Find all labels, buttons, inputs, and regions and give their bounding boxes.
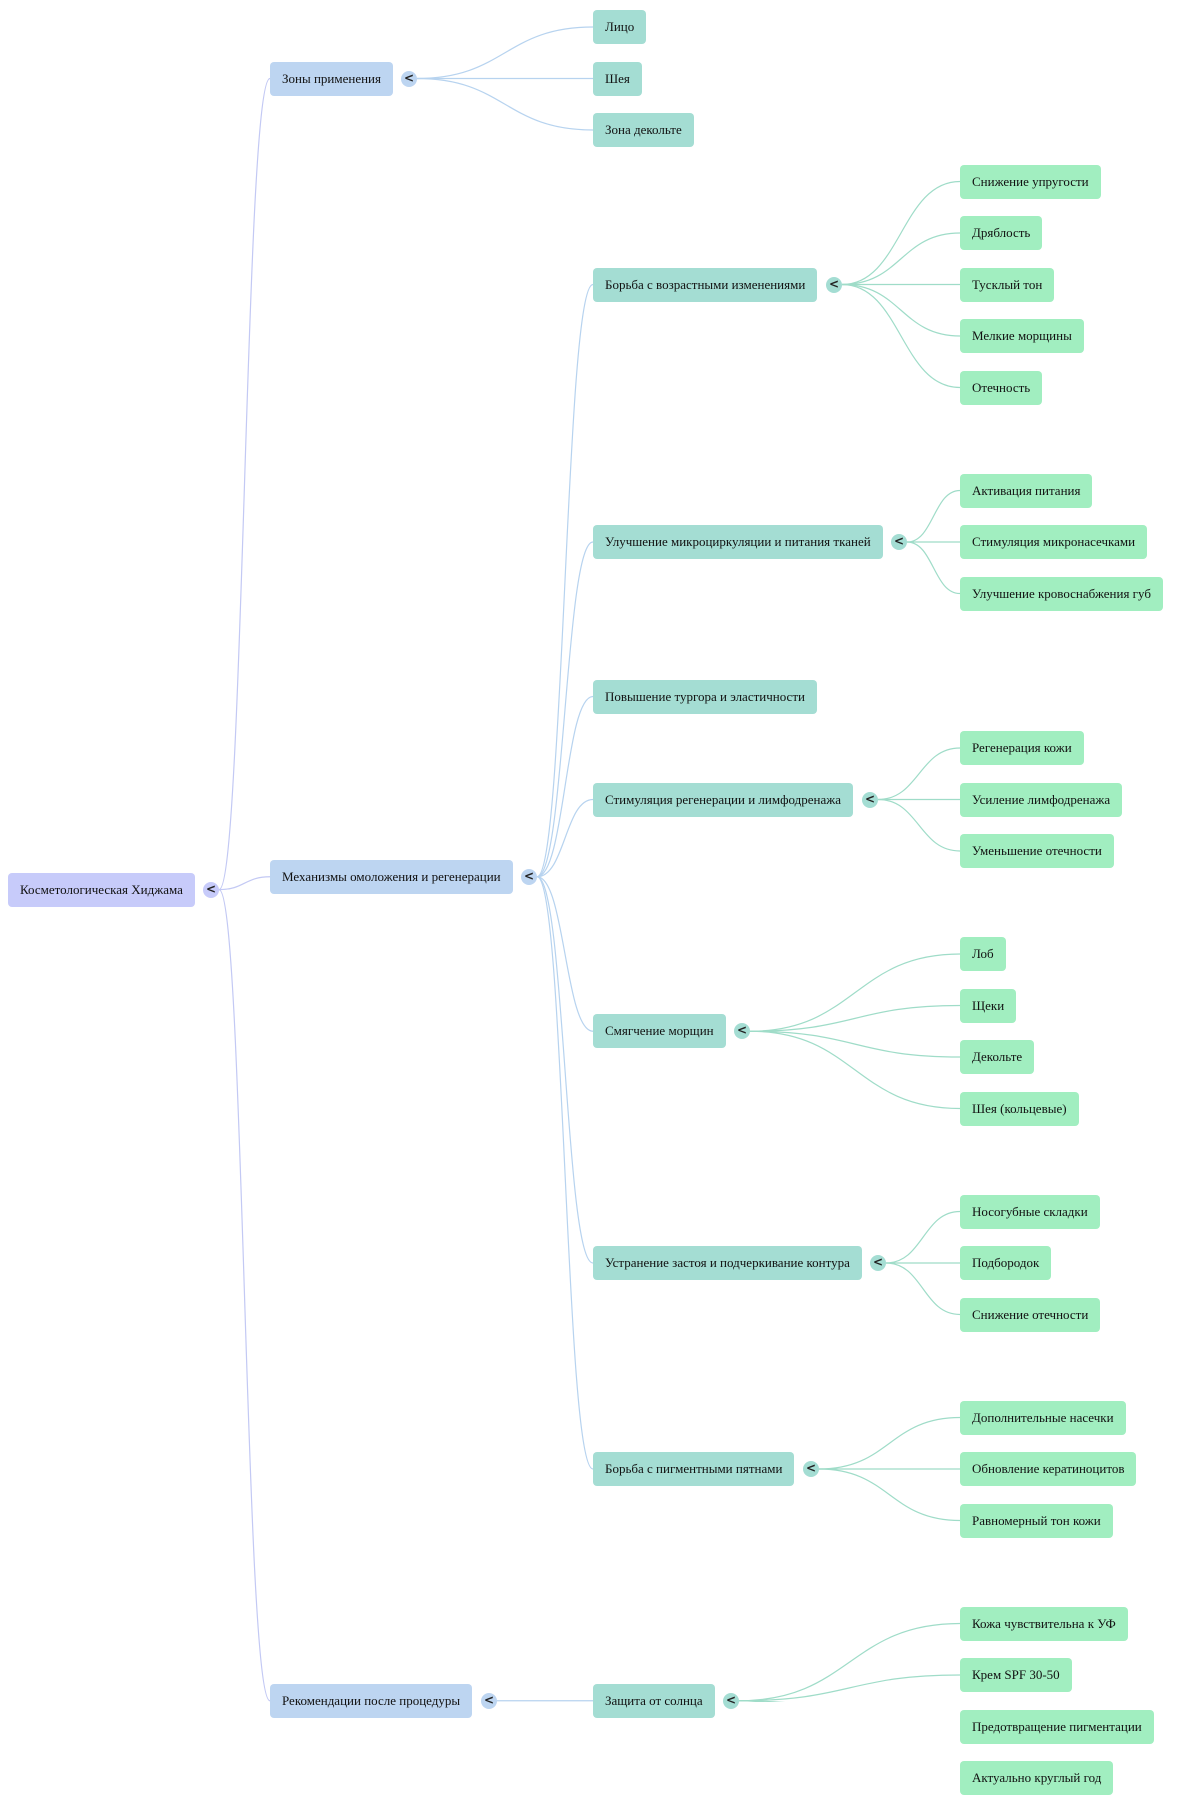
mindmap-edge bbox=[738, 1622, 961, 1702]
mindmap-edge bbox=[218, 77, 271, 891]
mindmap-node-крем-spf-30-50[interactable]: Крем SPF 30-50 bbox=[960, 1658, 1072, 1692]
mindmap-node-повышение-тургора-и-эластичности[interactable]: Повышение тургора и эластичности bbox=[593, 679, 817, 714]
collapse-toggle-icon[interactable]: < bbox=[723, 1692, 739, 1709]
mindmap-edge bbox=[416, 77, 594, 131]
mindmap-node-активация-питания[interactable]: Активация питания bbox=[960, 473, 1093, 508]
mindmap-node-зона-декольте[interactable]: Зона декольте bbox=[593, 113, 694, 147]
collapse-toggle-icon[interactable]: < bbox=[481, 1692, 497, 1709]
mindmap-node-равномерный-тон-кожи[interactable]: Равномерный тон кожи bbox=[960, 1503, 1113, 1538]
mindmap-node-лицо[interactable]: Лицо bbox=[593, 10, 647, 44]
mindmap-node-снижение-отечности[interactable]: Снижение отечности bbox=[960, 1297, 1101, 1332]
mindmap-node-предотвращение-пигментации[interactable]: Предотвращение пигментации bbox=[960, 1709, 1154, 1744]
collapse-toggle-icon[interactable]: < bbox=[891, 534, 907, 550]
mindmap-node-смягчение-морщин[interactable]: Смягчение морщин bbox=[593, 1014, 726, 1049]
mindmap-node-улучшение-микроциркуляции-и-питания-тканей[interactable]: Улучшение микроциркуляции и питания ткан… bbox=[593, 525, 883, 559]
collapse-toggle-icon[interactable]: < bbox=[734, 1023, 750, 1040]
mindmap-node-шея[interactable]: Шея bbox=[593, 61, 642, 96]
mindmap-edge bbox=[841, 232, 961, 286]
mindmap-node-механизмы-омоложения-и-регенерации[interactable]: Механизмы омоложения и регенерации bbox=[270, 859, 513, 894]
mindmap-edge bbox=[885, 1262, 961, 1316]
mindmap-edge bbox=[536, 876, 594, 1032]
mindmap-edge bbox=[536, 876, 594, 1264]
mindmap-node-стимуляция-регенерации-и-лимфодренажа[interactable]: Стимуляция регенерации и лимфодренажа bbox=[593, 782, 854, 817]
mindmap-edges bbox=[218, 26, 961, 1702]
mindmap-node-улучшение-кровоснабжения-губ[interactable]: Улучшение кровоснабжения губ bbox=[960, 576, 1163, 611]
mindmap-node-дополнительные-насечки[interactable]: Дополнительные насечки bbox=[960, 1400, 1126, 1435]
mindmap-edge bbox=[536, 283, 594, 878]
collapse-toggle-icon[interactable]: < bbox=[521, 868, 537, 885]
mindmap-edge bbox=[906, 489, 961, 543]
mindmap-edge bbox=[885, 1210, 961, 1264]
mindmap-node-шея-кольцевые[interactable]: Шея (кольцевые) bbox=[960, 1091, 1079, 1126]
mindmap-node-усиление-лимфодренажа[interactable]: Усиление лимфодренажа bbox=[960, 782, 1123, 817]
mindmap-edge bbox=[749, 1030, 961, 1058]
collapse-toggle-icon[interactable]: < bbox=[862, 791, 878, 808]
mindmap-node-отечность[interactable]: Отечность bbox=[960, 370, 1043, 405]
collapse-toggle-icon[interactable]: < bbox=[203, 881, 219, 898]
mindmap-edge bbox=[818, 1416, 961, 1470]
mindmap-edge bbox=[738, 1674, 961, 1702]
mindmap-node-актуально-круглый-год[interactable]: Актуально круглый год bbox=[960, 1761, 1114, 1795]
mindmap-edge bbox=[841, 283, 961, 337]
mindmap-edge bbox=[749, 953, 961, 1032]
mindmap-edge bbox=[841, 283, 961, 389]
mindmap-node-зоны-применения[interactable]: Зоны применения bbox=[270, 61, 393, 96]
mindmap-node-рекомендации-после-процедуры[interactable]: Рекомендации после процедуры bbox=[270, 1683, 473, 1718]
mindmap-edge bbox=[218, 876, 271, 891]
mindmap-edge bbox=[536, 876, 594, 1470]
collapse-toggle-icon[interactable]: < bbox=[826, 276, 842, 293]
mindmap-node-снижение-упругости[interactable]: Снижение упругости bbox=[960, 164, 1101, 199]
mindmap-node-мелкие-морщины[interactable]: Мелкие морщины bbox=[960, 319, 1084, 353]
mindmap-edge bbox=[218, 889, 271, 1702]
mindmap-node-борьба-с-пигментными-пятнами[interactable]: Борьба с пигментными пятнами bbox=[593, 1452, 795, 1486]
mindmap-edge bbox=[416, 26, 594, 80]
mindmap-edge bbox=[536, 541, 594, 878]
mindmap-node-декольте[interactable]: Декольте bbox=[960, 1040, 1035, 1074]
mindmap-edge bbox=[877, 798, 961, 852]
mindmap-node-уменьшение-отечности[interactable]: Уменьшение отечности bbox=[960, 834, 1114, 868]
mindmap-edge bbox=[818, 1468, 961, 1522]
mindmap-node-косметологическая-хиджама[interactable]: Косметологическая Хиджама bbox=[8, 872, 195, 907]
mindmap-node-защита-от-солнца[interactable]: Защита от солнца bbox=[593, 1683, 715, 1718]
mindmap-edge bbox=[749, 1030, 961, 1110]
mindmap-node-лоб[interactable]: Лоб bbox=[960, 937, 1006, 971]
mindmap-node-регенерация-кожи[interactable]: Регенерация кожи bbox=[960, 731, 1084, 765]
mindmap-node-подбородок[interactable]: Подбородок bbox=[960, 1246, 1052, 1280]
mindmap-node-щеки[interactable]: Щеки bbox=[960, 988, 1017, 1023]
mindmap-node-устранение-застоя-и-подчеркивание-контура[interactable]: Устранение застоя и подчеркивание контур… bbox=[593, 1246, 862, 1280]
mindmap-node-стимуляция-микронасечками[interactable]: Стимуляция микронасечками bbox=[960, 525, 1148, 559]
mindmap-node-дряблость[interactable]: Дряблость bbox=[960, 216, 1043, 250]
mindmap-node-обновление-кератиноцитов[interactable]: Обновление кератиноцитов bbox=[960, 1452, 1137, 1486]
mindmap-node-тусклый-тон[interactable]: Тусклый тон bbox=[960, 267, 1055, 302]
mindmap-edge bbox=[536, 798, 594, 878]
mindmap-edge bbox=[749, 1004, 961, 1032]
mindmap-node-кожа-чувствительна-к-уф[interactable]: Кожа чувствительна к УФ bbox=[960, 1606, 1128, 1641]
mindmap-node-борьба-с-возрастными-изменениями[interactable]: Борьба с возрастными изменениями bbox=[593, 267, 818, 302]
collapse-toggle-icon[interactable]: < bbox=[870, 1255, 886, 1271]
mindmap-edge bbox=[536, 695, 594, 878]
collapse-toggle-icon[interactable]: < bbox=[401, 70, 417, 87]
mindmap-canvas: Косметологическая Хиджама < Зоны применени… bbox=[8, 10, 1163, 1795]
collapse-toggle-icon[interactable]: < bbox=[803, 1461, 819, 1477]
mindmap-node-носогубные-складки[interactable]: Носогубные складки bbox=[960, 1194, 1100, 1229]
mindmap-edge bbox=[841, 180, 961, 286]
mindmap-edge bbox=[906, 541, 961, 595]
mindmap-edge bbox=[877, 747, 961, 801]
